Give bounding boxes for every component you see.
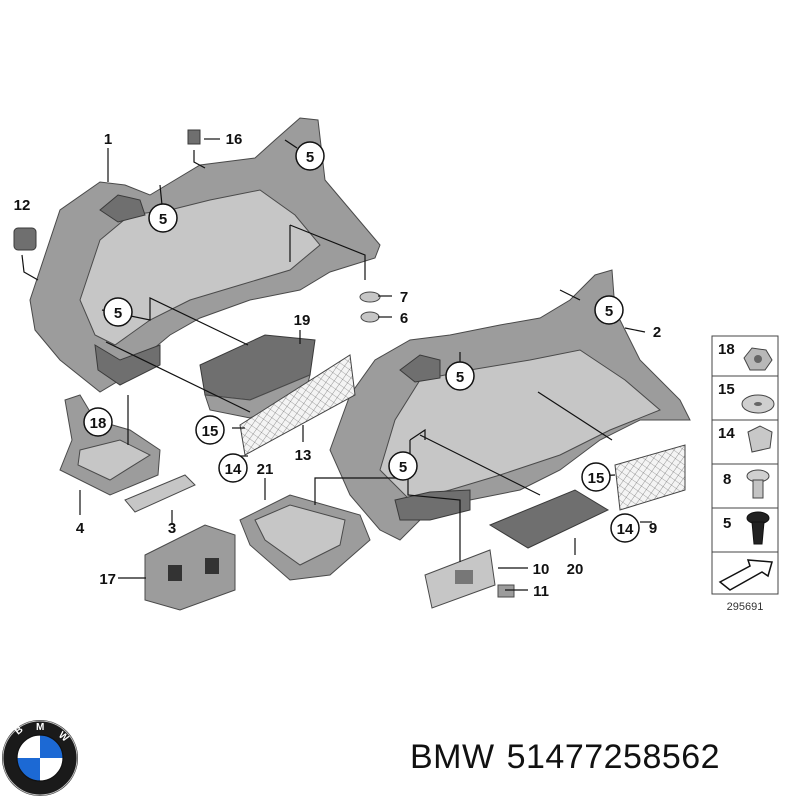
- circled-label-5: 5: [306, 149, 314, 166]
- tray-21: [239, 494, 371, 581]
- circled-label-15: 15: [202, 423, 219, 440]
- circled-labels: 5 5 5 18 15 14 5 5 5 15 14: [90, 149, 634, 538]
- callout-19: 19: [294, 312, 311, 329]
- arrow-icon: [718, 559, 773, 591]
- brand-name: BMW: [410, 738, 495, 776]
- circle-15-a: [195, 415, 225, 445]
- circled-label-14: 14: [225, 461, 242, 478]
- circled-label-5: 5: [456, 369, 464, 386]
- callout-16: 16: [226, 131, 243, 148]
- bracket-4: [59, 394, 161, 496]
- callout-2: 2: [653, 324, 661, 341]
- circle-18: [83, 407, 113, 437]
- callout-1: 1: [104, 131, 112, 148]
- legend-item-14: 14: [718, 425, 735, 442]
- callout-11: 11: [533, 583, 549, 600]
- legend-item-15: 15: [718, 381, 735, 398]
- right-trim-panel: [329, 269, 691, 541]
- circled-label-15: 15: [588, 470, 605, 487]
- circled-label-5: 5: [114, 305, 122, 322]
- callout-13: 13: [295, 447, 312, 464]
- fastener-6: [360, 311, 380, 323]
- circle-5-a: [295, 141, 325, 171]
- left-trim-panel: [29, 117, 381, 393]
- circle-5-b: [148, 203, 178, 233]
- callout-3: 3: [168, 520, 176, 537]
- cover-10: [424, 549, 496, 609]
- clip-icon: [747, 425, 773, 453]
- callout-10: 10: [533, 561, 550, 578]
- circle-5-c: [103, 297, 133, 327]
- callout-17: 17: [99, 571, 116, 588]
- callout-numbers: 1 16 12 7 6 19 2 13 21 4 3 9 17 10 20 11: [14, 131, 662, 600]
- circled-label-5: 5: [605, 303, 613, 320]
- svg-text:M: M: [36, 722, 44, 733]
- callout-7: 7: [400, 289, 408, 306]
- bmw-logo: B M W: [2, 720, 78, 796]
- callout-12: 12: [14, 197, 31, 214]
- callout-6: 6: [400, 310, 408, 327]
- fastener-legend: 18 15 14 8 5 295691: [711, 335, 779, 613]
- callout-21: 21: [257, 461, 274, 478]
- circle-5-e: [445, 361, 475, 391]
- handle-3: [124, 474, 196, 513]
- legend-item-18: 18: [718, 341, 735, 358]
- module-17: [144, 524, 236, 611]
- circle-5-f: [388, 451, 418, 481]
- circle-15-b: [581, 462, 611, 492]
- callout-20: 20: [567, 561, 584, 578]
- fastener-12: [13, 227, 37, 251]
- callout-9: 9: [649, 520, 657, 537]
- circled-label-5: 5: [399, 459, 407, 476]
- callout-4: 4: [76, 520, 85, 537]
- cargo-net-13: [239, 354, 356, 456]
- part-number: 51477258562: [506, 738, 721, 776]
- circled-label-5: 5: [159, 211, 167, 228]
- fastener-16: [187, 129, 201, 145]
- circle-5-d: [594, 295, 624, 325]
- circle-14-a: [218, 453, 248, 483]
- circled-label-18: 18: [90, 415, 107, 432]
- tray-20: [488, 489, 610, 549]
- legend-item-5: 5: [723, 515, 731, 532]
- circle-14-b: [610, 513, 640, 543]
- fastener-7: [359, 291, 381, 303]
- part-caption: BMW 51477258562: [410, 738, 732, 777]
- clip-11: [497, 584, 515, 598]
- circled-label-14: 14: [617, 521, 634, 538]
- diagram-reference: 295691: [727, 601, 764, 613]
- cargo-net-9: [614, 444, 686, 511]
- legend-item-8: 8: [723, 471, 731, 488]
- circled-callouts: [83, 141, 640, 543]
